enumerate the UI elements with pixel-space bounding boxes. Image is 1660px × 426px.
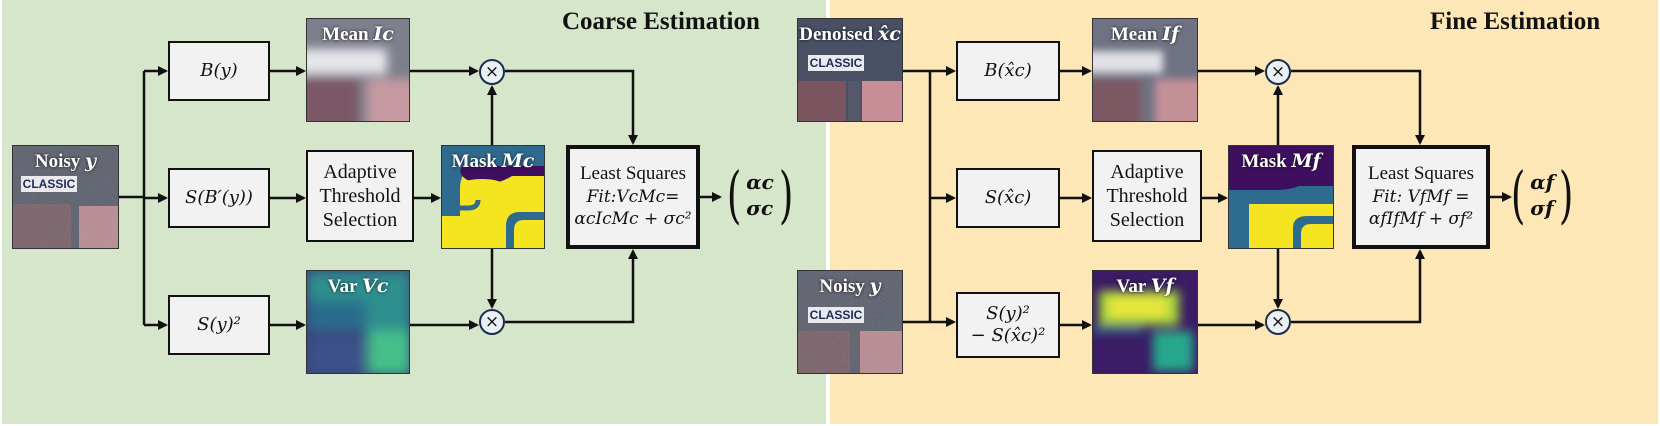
coarse-title: Coarse Estimation (562, 8, 760, 35)
fine-multiply-bottom: × (1265, 309, 1291, 335)
coarse-mean-label: Mean Ic (322, 23, 394, 45)
fine-multiply-top: × (1265, 59, 1291, 85)
coarse-noisy-image: Noisy y CLASSIC (12, 145, 119, 249)
fine-denoised-image: Denoised x̂c CLASSIC (797, 18, 903, 122)
fine-noisy-image: Noisy y CLASSIC (797, 270, 903, 374)
coarse-var-label: Var Vc (327, 275, 389, 297)
fine-mask-label: Mask Mf (1241, 150, 1321, 172)
coarse-mask-label: Mask Mc (451, 150, 535, 172)
fine-mean-image: Mean If (1092, 18, 1198, 122)
fine-var-label: Var Vf (1116, 275, 1174, 297)
fine-title: Fine Estimation (1430, 8, 1601, 35)
fine-noisy-label: Noisy y (819, 275, 881, 297)
coarse-panel: Coarse Estimation (2, 0, 826, 424)
fine-blur-box: B(x̂c) (956, 41, 1060, 101)
coarse-sq-box: S(y)² (168, 295, 270, 355)
coarse-multiply-top: × (479, 59, 505, 85)
coarse-mask-image: Mask Mc (441, 145, 545, 249)
fine-var-image: Var Vf (1092, 270, 1198, 374)
fine-noisy-sign: CLASSIC (808, 307, 864, 323)
fine-diff-box: S(y)²− S(x̂c)² (956, 292, 1060, 358)
coarse-noisy-sign: CLASSIC (21, 176, 77, 192)
coarse-mean-image: Mean Ic (306, 18, 410, 122)
coarse-std-box: S(B′(y)) (168, 168, 270, 228)
coarse-blur-box: B(y) (168, 41, 270, 101)
coarse-noisy-label: Noisy y (34, 150, 97, 172)
fine-std-box: S(x̂c) (956, 168, 1060, 228)
fine-denoised-sign: CLASSIC (808, 55, 864, 71)
fine-mean-label: Mean If (1110, 23, 1180, 45)
coarse-multiply-bottom: × (479, 309, 505, 335)
fine-denoised-label: Denoised x̂c (799, 23, 901, 45)
coarse-var-image: Var Vc (306, 270, 410, 374)
fine-mask-image: Mask Mf (1228, 145, 1334, 249)
